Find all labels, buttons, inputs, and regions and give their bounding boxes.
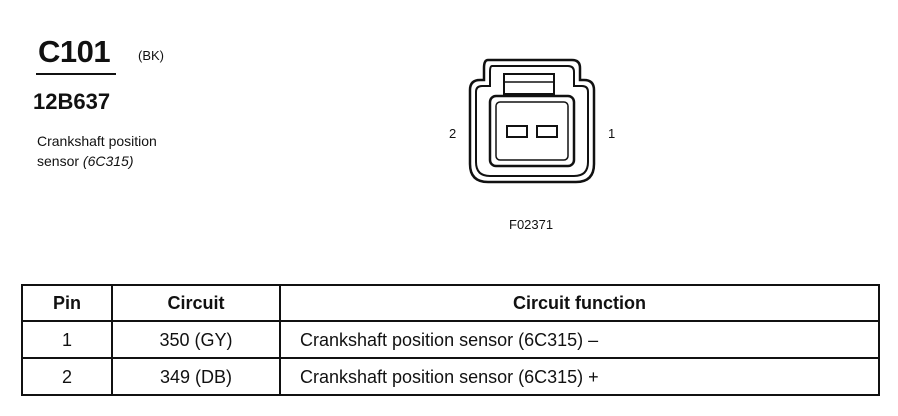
circuit-function-cell: Crankshaft position sensor (6C315) –: [279, 320, 880, 359]
table-header-row: Pin Circuit Circuit function: [21, 284, 880, 322]
header-pin: Pin: [21, 284, 113, 322]
table-row: 1 350 (GY) Crankshaft position sensor (6…: [21, 320, 880, 359]
pinout-table: Pin Circuit Circuit function 1 350 (GY) …: [21, 284, 880, 396]
table-row: 2 349 (DB) Crankshaft position sensor (6…: [21, 357, 880, 396]
circuit-cell: 350 (GY): [111, 320, 281, 359]
component-description-line2: sensor: [37, 153, 83, 169]
pin-cavity-1: [536, 125, 558, 138]
connector-housing-inner: [475, 65, 589, 177]
component-description-line1: Crankshaft position: [37, 133, 157, 149]
connector-id-underline: [36, 73, 116, 75]
component-reference: (6C315): [82, 153, 134, 169]
pin-cell: 1: [21, 320, 113, 359]
header-circuit: Circuit: [111, 284, 281, 322]
connector-id: C101: [38, 34, 111, 69]
circuit-function-cell: Crankshaft position sensor (6C315) +: [279, 357, 880, 396]
circuit-cell: 349 (DB): [111, 357, 281, 396]
connector-face-diagram: [468, 58, 596, 184]
connector-housing-outer: [468, 58, 596, 184]
connector-latch: [503, 73, 555, 95]
part-number: 12B637: [33, 89, 111, 114]
pin-label-2: 2: [449, 126, 457, 141]
connector-face: [488, 94, 576, 168]
connector-color: (BK): [138, 48, 164, 63]
figure-id: F02371: [509, 217, 554, 232]
pin-cavity-2: [506, 125, 528, 138]
component-description: Crankshaft position sensor (6C315): [37, 131, 257, 171]
pin-cell: 2: [21, 357, 113, 396]
pin-label-1: 1: [608, 126, 616, 141]
header-circuit-function: Circuit function: [279, 284, 880, 322]
